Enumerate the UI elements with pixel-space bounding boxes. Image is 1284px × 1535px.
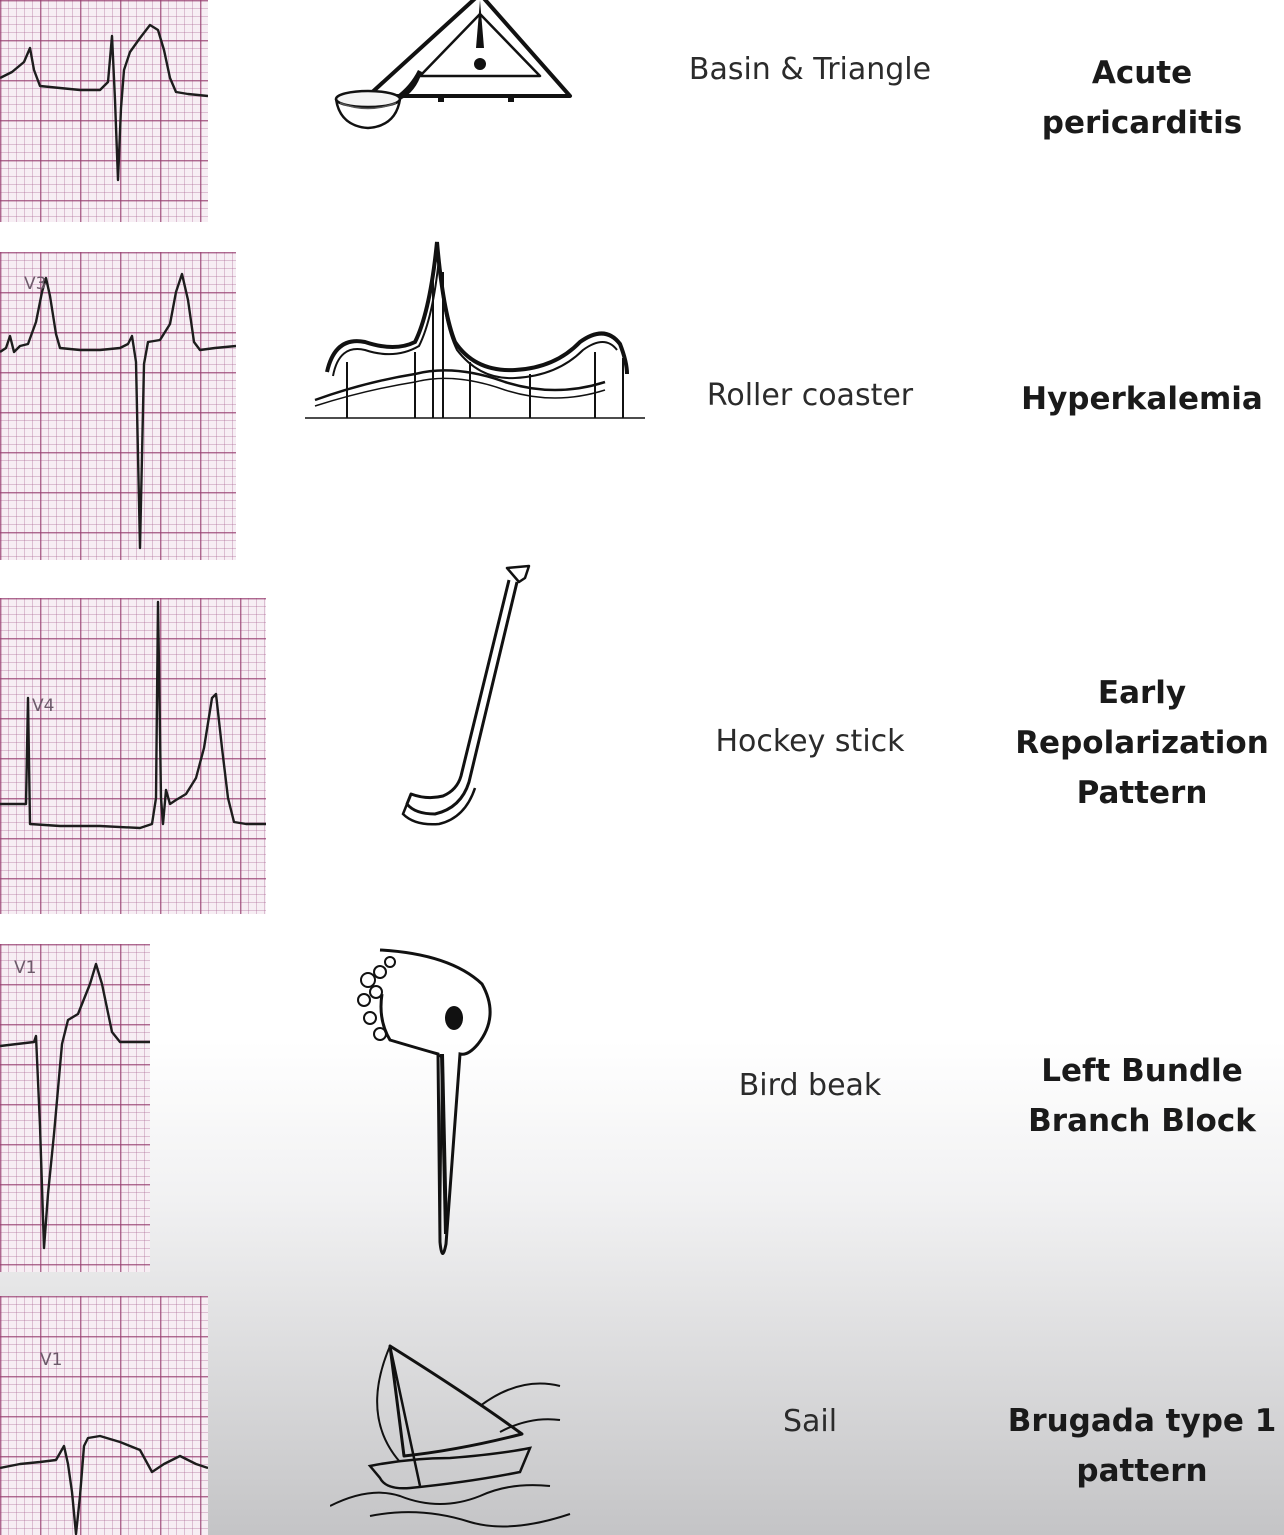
diagnosis-label: Hyperkalemia <box>1021 381 1263 417</box>
metaphor-label: Hockey stick <box>715 724 905 759</box>
metaphor-label: Sail <box>782 1404 838 1439</box>
roller-coaster-icon <box>305 241 645 419</box>
ecg-strip-early-repolarization: V4 <box>0 598 266 914</box>
ecg-strip-brugada: V1 <box>0 1296 208 1535</box>
metaphor-label: Bird beak <box>738 1068 882 1103</box>
row-left-bundle-branch-block: V1 Bird beak Left Bundle Branch Block <box>0 944 1284 1274</box>
bird-beak-icon <box>357 948 492 1255</box>
row-early-repolarization: V4 Hockey stick Early Repolarization Pat… <box>0 564 1284 918</box>
lead-label: V3 <box>24 274 47 294</box>
ecg-strip-hyperkalemia: V3 <box>0 252 236 560</box>
lead-label: V1 <box>14 958 37 978</box>
row-acute-pericarditis: Basin & Triangle Acute pericarditis <box>0 0 1284 240</box>
ecg-trace-pericarditis <box>0 23 208 182</box>
metaphor-label: Roller coaster <box>706 378 914 413</box>
metaphor-label: Basin & Triangle <box>688 52 932 87</box>
sail-icon <box>330 1344 571 1528</box>
row-hyperkalemia: V3 Roller coaster Hyperkalemia <box>0 241 1284 572</box>
hockey-stick-icon <box>401 564 531 826</box>
row-brugada: V1 Sail Brugada type 1 pattern <box>0 1296 1284 1535</box>
ecg-trace-brugada <box>0 1434 208 1535</box>
lead-label: V4 <box>32 696 55 716</box>
ecg-trace-early-repolarization <box>0 600 266 830</box>
diagnosis-label: Left Bundle Branch Block <box>1028 1053 1256 1140</box>
ecg-trace-lbbb <box>0 962 150 1250</box>
ecg-strip-pericarditis <box>0 0 208 222</box>
ecg-trace-hyperkalemia <box>0 272 236 550</box>
basin-triangle-icon <box>334 0 572 130</box>
diagnosis-label: Acute pericarditis <box>1041 55 1243 142</box>
diagnosis-label: Early Repolarization Pattern <box>1015 675 1269 812</box>
diagnosis-label: Brugada type 1 pattern <box>1007 1403 1277 1490</box>
ecg-strip-lbbb: V1 <box>0 944 150 1272</box>
lead-label: V1 <box>40 1350 63 1370</box>
